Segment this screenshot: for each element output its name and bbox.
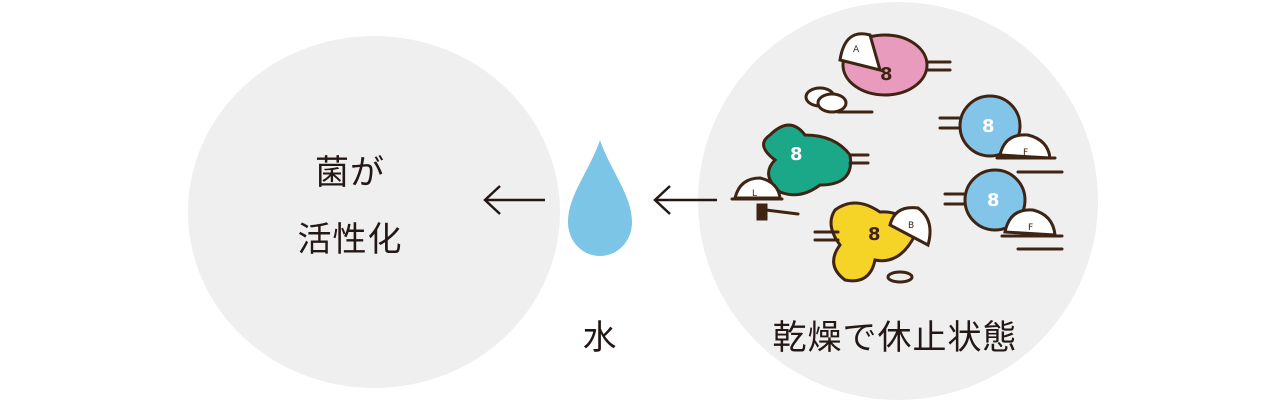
svg-text:8: 8: [868, 224, 881, 245]
helmet-letter-f: F: [1023, 148, 1028, 158]
active-label-line1: 菌が: [315, 153, 385, 193]
helmet-letter-f2: F: [1028, 223, 1033, 233]
blue-bacterium-icon: 8 F: [943, 168, 1064, 251]
svg-text:8: 8: [982, 116, 995, 137]
svg-text:8: 8: [880, 64, 893, 85]
svg-text:8: 8: [790, 144, 803, 165]
arrow-left-2: [653, 185, 717, 215]
svg-text:8: 8: [987, 190, 1000, 211]
water-label: 水: [582, 318, 618, 358]
blue-bacterium-icon: 8 F: [938, 94, 1064, 174]
dormant-label: 乾燥で休止状態: [772, 318, 1018, 358]
helmet-letter-b: B: [908, 221, 914, 231]
arrow-left-1: [483, 185, 545, 215]
pink-bacterium-icon: 8: [804, 32, 952, 114]
green-bacterium-icon: 8 L: [730, 123, 870, 221]
helmet-letter-a: A: [853, 45, 860, 55]
water-drop-icon: [568, 140, 632, 256]
active-label-line2: 活性化: [297, 220, 403, 260]
yellow-bacterium-icon: 8 B: [813, 201, 932, 284]
helmet-letter-l: L: [752, 189, 757, 199]
